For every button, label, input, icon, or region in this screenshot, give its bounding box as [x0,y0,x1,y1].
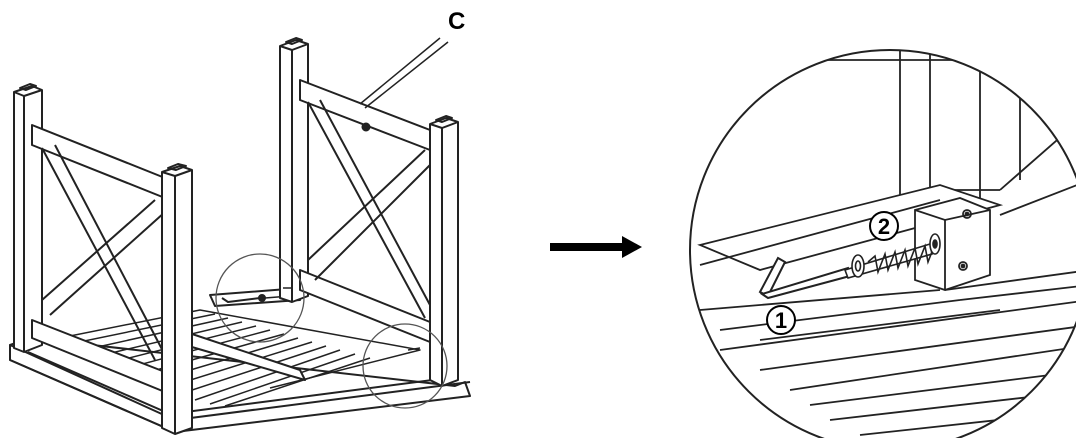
leg-front-right [429,115,459,387]
bolt-with-spring [843,233,941,279]
step-1-badge: 1 [766,305,796,335]
detail-circle-front [362,323,448,409]
detail-circle-back [215,253,305,343]
table-frame-drawing [9,37,471,435]
magnified-circle [689,49,1076,438]
leader-line-c [359,37,441,105]
end-frame-right [299,79,431,343]
leg-back-left [13,83,43,353]
arrow-right-icon [550,236,642,258]
step-1-label: 1 [775,308,787,333]
leg-back-right [279,37,309,303]
step-2-badge: 2 [869,211,899,241]
part-label-c: C [448,8,465,35]
step-2-label: 2 [878,214,890,239]
leg-front-left [161,163,193,435]
